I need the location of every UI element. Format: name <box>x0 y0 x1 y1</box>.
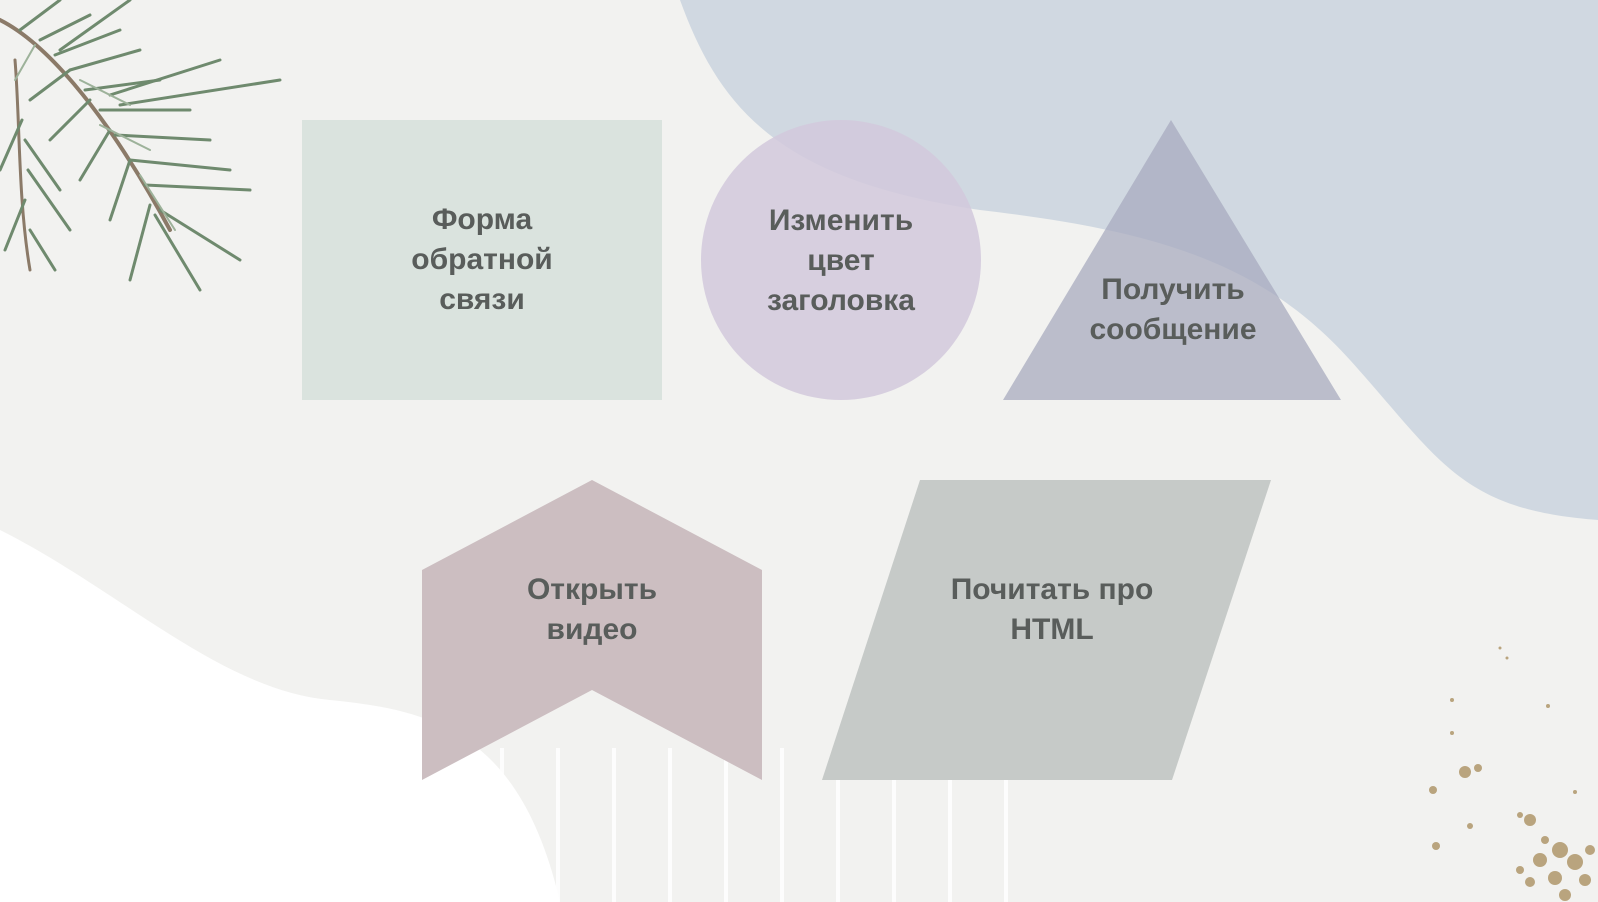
feedback-form-label[interactable]: Форма обратной связи <box>302 190 662 330</box>
change-title-color-label[interactable]: Изменить цвет заголовка <box>701 196 981 326</box>
read-html-label[interactable]: Почитать про HTML <box>882 570 1222 650</box>
get-message-label[interactable]: Получить сообщение <box>1023 270 1323 350</box>
open-video-label[interactable]: Открыть видео <box>442 570 742 650</box>
